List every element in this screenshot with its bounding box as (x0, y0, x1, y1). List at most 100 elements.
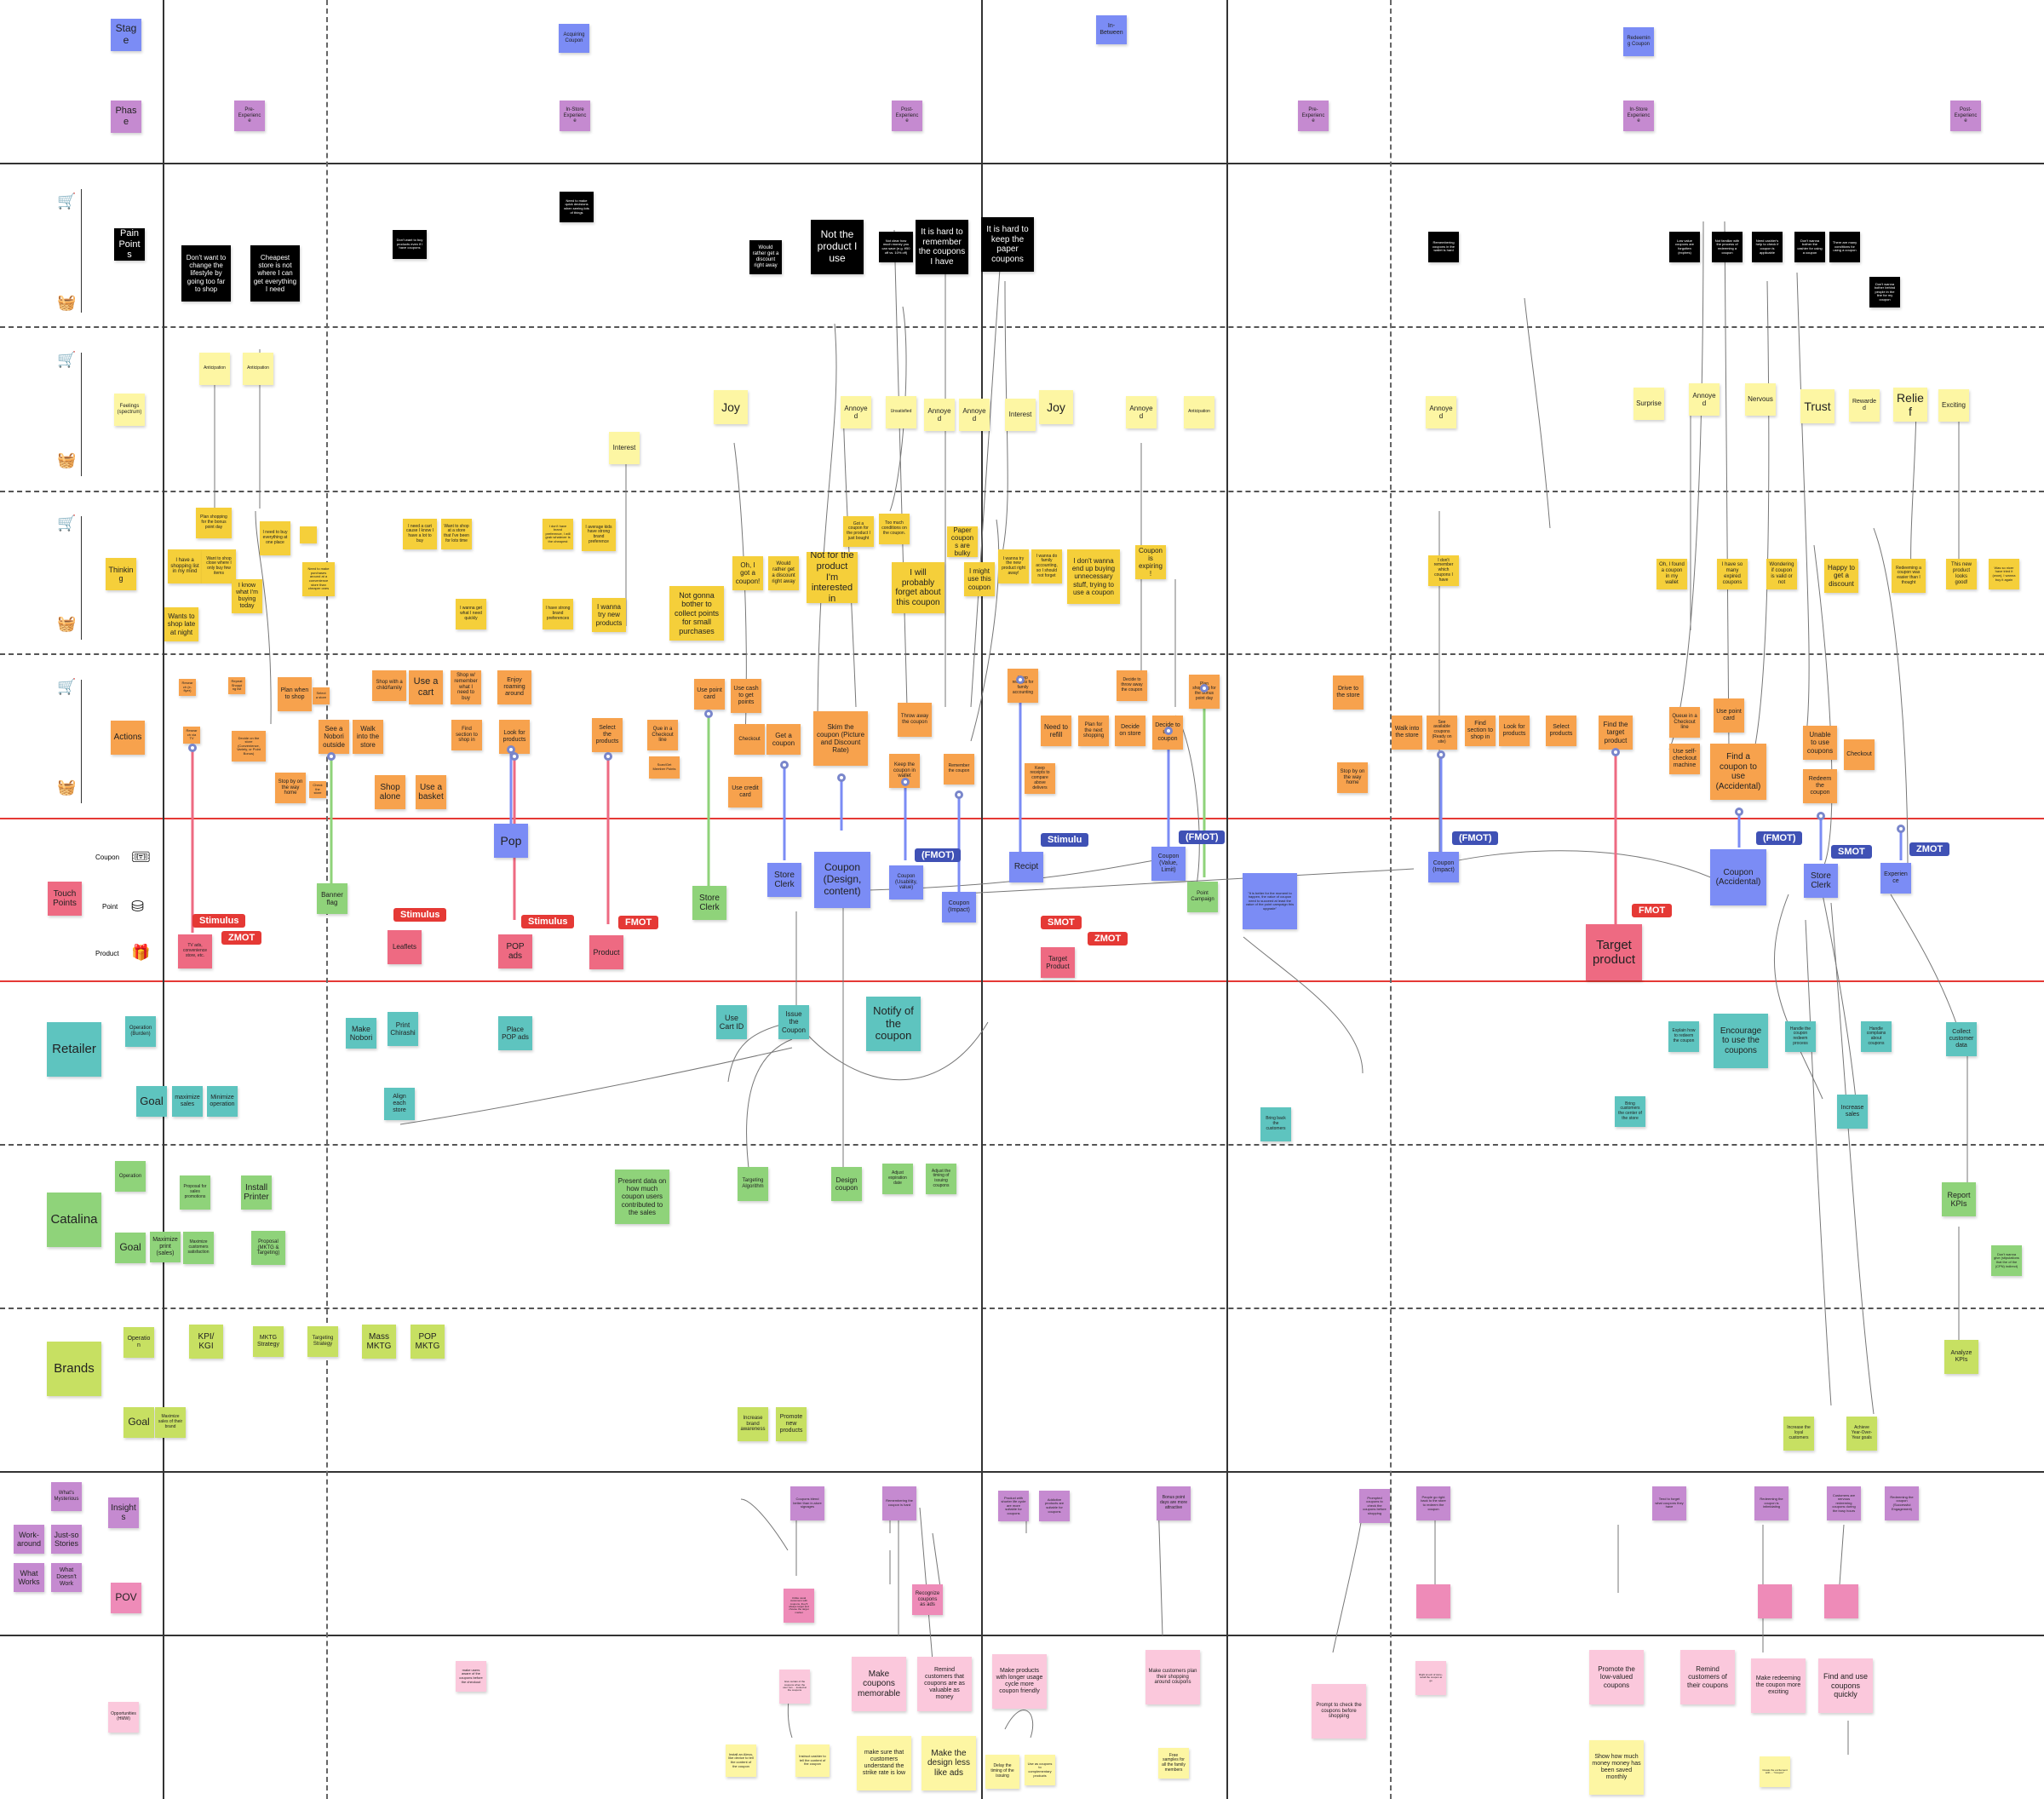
sticky-note-cat-c2: Goal (115, 1233, 146, 1263)
moment-tag: SMOT (1041, 916, 1082, 929)
touch-label-coupon: Coupon (95, 854, 120, 861)
sticky-note-ret-r7: Place POP ads (498, 1016, 532, 1050)
sticky-note-think-t32: Wondering if coupon is valid or not (1766, 559, 1797, 589)
touch-label-point: Point (102, 903, 118, 911)
sticky-note-feel-f2: Anticipation (243, 353, 273, 385)
sticky-note-think-t34: Redeeming a coupon was easier than I tho… (1892, 559, 1926, 593)
sticky-note-phases-in2: In-Store Experience (1623, 101, 1654, 131)
sticky-note-rows-stage: Stage (111, 19, 141, 51)
sticky-note-pain-p9: It is hard to keep the paper coupons (981, 217, 1034, 272)
moment-tag: ZMOT (221, 931, 262, 945)
sticky-note-act-a2: Repeat Shopping list (228, 677, 245, 694)
touchpoint-border-top (0, 818, 2044, 819)
sticky-note-think-t26: I wanna do family accounting, so I shoul… (1031, 549, 1062, 583)
spectrum-axis (81, 516, 82, 640)
sticky-note-act-a39: Drive to the store (1333, 675, 1364, 710)
sticky-note-act-a11: See a Nobori outside (319, 720, 349, 754)
column-divider (1390, 0, 1392, 1799)
moment-tag: (FMOT) (1756, 831, 1803, 845)
sticky-note-feel-f5: Annoyed (841, 396, 871, 428)
sticky-note-ret-r6: Print Chirashi (388, 1012, 418, 1046)
sticky-note-act-a1: Research (e-flyer) (179, 679, 196, 696)
connector-dot (1817, 812, 1825, 820)
sticky-note-cat-c6: Maximize customers satisfaction (183, 1232, 214, 1264)
sticky-note-side-mysterious: What's Mysterious (51, 1482, 82, 1511)
sticky-note-think-t24: I might use this coupon (964, 562, 995, 596)
sticky-note-touch-k12: Recipt (1009, 852, 1043, 882)
sticky-note-phases-pre2: Pre-Experience (1298, 101, 1329, 131)
sticky-note-think-t29: I don't remember which coupons I have (1428, 555, 1459, 586)
sticky-note-think-t23: Paper coupons are bulky (947, 526, 978, 557)
sticky-note-act-a20: Que in a Checkout line (647, 720, 678, 750)
sticky-note-think-t9: I need a cart cause I know I have a lot … (403, 519, 437, 549)
points-icon: ⛁ (131, 898, 145, 915)
sticky-note-think-t6: Wants to shop late at night (164, 607, 198, 641)
sticky-note-think-t2: I have a shopping list in my mind (168, 549, 202, 583)
sticky-note-pain-p4: Need to make quick decisions when seeing… (560, 192, 594, 222)
sticky-note-feel-f10: Joy (1039, 390, 1073, 424)
sticky-note-pain-p5: Would rather get a discount right away (749, 240, 782, 274)
sticky-note-opp-o4: Instruct cashier to tell the content of … (795, 1744, 830, 1777)
sticky-note-feel-f7: Annoyed (924, 399, 955, 431)
cart-icon: 🛒 (57, 514, 77, 532)
sticky-note-think-t31: I have so many expired coupons (1717, 559, 1748, 589)
sticky-note-ins-i8: Tend to forget what coupons they have (1652, 1486, 1686, 1520)
sticky-note-brd-b12: Increase the loyal customers (1783, 1417, 1814, 1451)
sticky-note-act-a30: Remember the coupon (944, 754, 974, 785)
connector-dot (1016, 675, 1025, 684)
sticky-note-ret-r8: Align each store (384, 1088, 415, 1120)
sticky-note-feel-f12: Anticipation (1184, 396, 1214, 428)
sticky-note-phases-pre1: Pre-Experience (234, 101, 265, 131)
sticky-note-think-t4: I need to buy everything at one place (260, 521, 290, 555)
sticky-note-ret-r11: Notify of the coupon (866, 997, 921, 1051)
basket-icon: 🧺 (57, 779, 77, 796)
sticky-note-feel-f9: Interest (1005, 399, 1036, 431)
sticky-note-act-a34: Plan for the next shopping (1078, 716, 1109, 746)
sticky-note-rows-feelings: Feelings (spectrum) (114, 394, 145, 426)
sticky-note-touch-k17: Coupon (Impact) (1428, 852, 1459, 882)
sticky-note-brd-b7: Mass MKTG (362, 1325, 396, 1359)
sticky-note-act-a49: Use self-checkout machine (1669, 744, 1700, 774)
sticky-note-ins-i4: Addictive products are suitable for coup… (1039, 1491, 1070, 1521)
sticky-note-brd-b2: Goal (123, 1407, 154, 1438)
sticky-note-stages-acquiring: Acquiring Coupon (559, 24, 589, 53)
sticky-note-think-t35: This new product looks good! (1946, 559, 1977, 589)
row-divider (0, 653, 2044, 655)
touch-label-product: Product (95, 950, 119, 957)
sticky-note-think-t8: Need to make purchases around at a conve… (302, 562, 335, 596)
sticky-note-brd-b6: Targeting Strategy (307, 1326, 338, 1357)
sticky-note-act-a47: Queue in a Checkout line (1669, 707, 1700, 738)
sticky-note-side-doesnt: What Doesn't Work (51, 1563, 82, 1592)
sticky-note-act-a52: Checkout (1844, 739, 1875, 770)
sticky-note-cat-c8: Present data on how much coupon users co… (615, 1170, 669, 1224)
sticky-note-pov-v2: Recognize coupons as ads (912, 1584, 943, 1615)
moment-tag: ZMOT (1909, 842, 1950, 856)
sticky-note-opp-o6: Remind customers that coupons are as val… (917, 1657, 972, 1711)
sticky-note-act-a26: Use credit card (728, 777, 762, 808)
sticky-note-cat-c4: Install Printer (241, 1175, 272, 1210)
column-divider (981, 0, 983, 1799)
sticky-note-opp-o12: Make customers plan their shopping aroun… (1145, 1650, 1200, 1704)
sticky-note-act-a45: Select products (1546, 716, 1576, 746)
sticky-note-ins-i3: Product with shorter life cycle are more… (998, 1491, 1029, 1521)
sticky-note-pov-v5 (1824, 1584, 1858, 1618)
cart-icon: 🛒 (57, 193, 77, 210)
connector-dot (1611, 748, 1620, 756)
sticky-note-ret-r1: Operation (Burden) (125, 1016, 156, 1047)
sticky-note-cat-c10: Design coupon (831, 1167, 862, 1201)
sticky-note-feel-f1: Anticipation (199, 353, 230, 385)
connector-dot (1437, 750, 1445, 759)
sticky-note-think-t25: I wanna try the new product right away! (998, 549, 1029, 583)
sticky-note-think-t7: I know what I'm buying today (232, 579, 262, 613)
sticky-note-ins-i7: People go right back to the store to red… (1416, 1486, 1450, 1520)
basket-icon: 🧺 (57, 451, 77, 468)
sticky-note-touch-k13: Target Product (1041, 947, 1075, 978)
sticky-note-act-a21: Scan/Get Member Points (649, 756, 680, 779)
sticky-note-side-workaround: Work-around (14, 1525, 44, 1554)
sticky-note-feel-f20: Exciting (1938, 389, 1969, 422)
sticky-note-brd-b3: Maximize sales of their brand (155, 1407, 186, 1438)
sticky-note-opp-o13: Free samples for all the family members (1158, 1748, 1189, 1779)
sticky-note-think-t27: I don't wanna end up buying unnecessary … (1067, 549, 1120, 604)
sticky-note-ins-i5: Bonus point days are more attractive (1157, 1486, 1191, 1520)
